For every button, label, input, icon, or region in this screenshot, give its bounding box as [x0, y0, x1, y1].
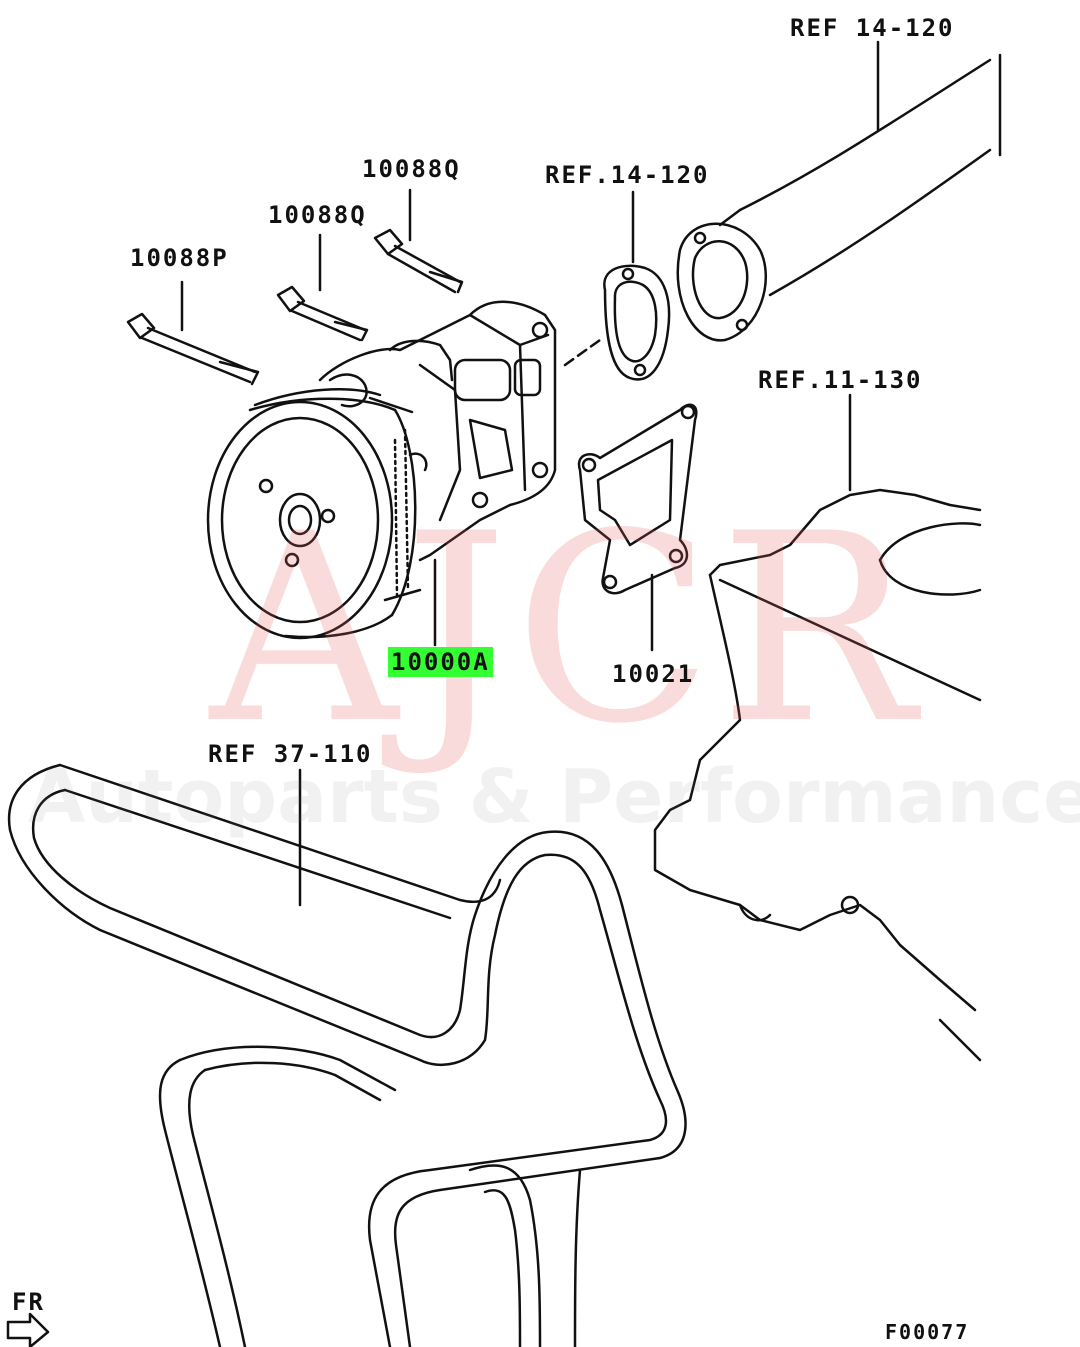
- watermark-brand: AJCR: [210, 479, 921, 781]
- label-pump-10000a: 10000A: [388, 647, 493, 677]
- label-bolt-10088q-mid: 10088Q: [268, 201, 367, 229]
- drive-belt: [7, 763, 687, 1347]
- label-ref-14-120-top: REF 14-120: [790, 14, 955, 42]
- exhaust-gasket: [603, 264, 671, 381]
- bolt-10088q-top: [373, 228, 464, 294]
- bolt-10088p-left: [126, 312, 260, 386]
- pipe-flange: [676, 222, 768, 342]
- label-bolt-10088p: 10088P: [130, 244, 229, 272]
- label-bolt-10088q-top: 10088Q: [362, 155, 461, 183]
- engine-block: [653, 488, 982, 1062]
- pump-gasket-10021: [577, 403, 698, 595]
- bolt-10088q-mid: [276, 285, 369, 342]
- exhaust-pipe: [718, 53, 1002, 297]
- label-ref-37-110: REF 37-110: [208, 740, 373, 768]
- front-arrow-icon: [6, 1312, 50, 1347]
- label-gasket-10021: 10021: [612, 660, 695, 688]
- label-ref-11-130: REF.11-130: [758, 366, 923, 394]
- figure-code: F00077: [885, 1320, 970, 1344]
- label-front: FR: [12, 1288, 45, 1316]
- label-ref-14-120-gasket: REF.14-120: [545, 161, 710, 189]
- power-steering-pump: [206, 300, 557, 640]
- part-highlight: 10000A: [388, 647, 493, 677]
- watermark-tagline: Autoparts & Performance: [28, 754, 1080, 840]
